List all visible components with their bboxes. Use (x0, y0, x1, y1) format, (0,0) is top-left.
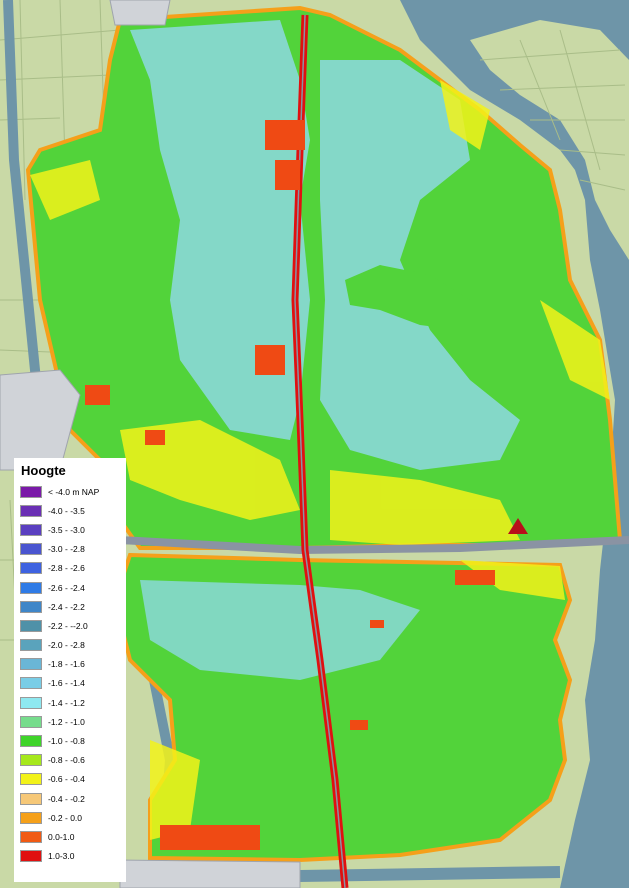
east-island-parcels (479, 29, 626, 191)
legend-item: -0.6 - -0.4 (20, 770, 122, 789)
legend-swatch (20, 562, 42, 575)
legend-item: -1.8 - -1.6 (20, 655, 122, 674)
legend-swatch (20, 504, 42, 517)
legend-swatch (20, 715, 42, 728)
legend-item: -1.2 - -1.0 (20, 712, 122, 731)
legend-list: < -4.0 m NAP -4.0 - -3.5 -3.5 - -3.0 -3.0 -… (20, 482, 122, 866)
legend-item: -4.0 - -3.5 (20, 501, 122, 520)
legend-swatch (20, 581, 42, 594)
legend-label: -1.2 - -1.0 (48, 716, 85, 727)
legend-label: -3.0 - -2.8 (48, 544, 85, 555)
legend-item: -2.8 - -2.6 (20, 559, 122, 578)
road-east-west (119, 536, 629, 555)
legend-swatch (20, 677, 42, 690)
legend-item: -3.5 - -3.0 (20, 520, 122, 539)
legend-label: -3.5 - -3.0 (48, 524, 85, 535)
legend-label: -0.4 - -0.2 (48, 793, 85, 804)
legend-label: -2.8 - -2.6 (48, 563, 85, 574)
legend-item: -1.6 - -1.4 (20, 674, 122, 693)
green-island-east (345, 265, 470, 330)
legend-label: -1.6 - -1.4 (48, 678, 85, 689)
legend-swatch (20, 658, 42, 671)
legend-label: -0.8 - -0.6 (48, 755, 85, 766)
legend: Hoogte < -4.0 m NAP -4.0 - -3.5 -3.5 - -3.… (14, 458, 126, 882)
high-point-marker (508, 518, 528, 534)
legend-item: -1.4 - -1.2 (20, 693, 122, 712)
legend-label: -2.4 - -2.2 (48, 601, 85, 612)
legend-swatch (20, 639, 42, 652)
legend-swatch (20, 543, 42, 556)
high-areas (85, 120, 495, 850)
east-island (470, 20, 629, 260)
legend-label: -2.0 - -2.8 (48, 640, 85, 651)
legend-swatch (20, 485, 42, 498)
legend-item: 1.0-3.0 (20, 847, 122, 866)
legend-label: -1.8 - -1.6 (48, 659, 85, 670)
legend-swatch (20, 850, 42, 863)
legend-swatch (20, 830, 42, 843)
legend-swatch (20, 600, 42, 613)
legend-item: -2.0 - -2.8 (20, 636, 122, 655)
legend-item: -3.0 - -2.8 (20, 540, 122, 559)
legend-item: < -4.0 m NAP (20, 482, 122, 501)
legend-label: -0.6 - -0.4 (48, 774, 85, 785)
legend-item: -2.4 - -2.2 (20, 597, 122, 616)
legend-item: -0.4 - -0.2 (20, 789, 122, 808)
legend-label: < -4.0 m NAP (48, 486, 100, 497)
legend-label: -1.4 - -1.2 (48, 697, 85, 708)
legend-item: -2.6 - -2.4 (20, 578, 122, 597)
legend-swatch (20, 735, 42, 748)
legend-label: -2.2 - --2.0 (48, 620, 88, 631)
legend-label: 1.0-3.0 (48, 851, 75, 862)
legend-item: 0.0-1.0 (20, 827, 122, 846)
legend-swatch (20, 523, 42, 536)
legend-item: -2.2 - --2.0 (20, 616, 122, 635)
legend-swatch (20, 792, 42, 805)
legend-label: -4.0 - -3.5 (48, 505, 85, 516)
legend-swatch (20, 696, 42, 709)
legend-label: -2.6 - -2.4 (48, 582, 85, 593)
legend-swatch (20, 773, 42, 786)
legend-label: -1.0 - -0.8 (48, 736, 85, 747)
legend-label: -0.2 - 0.0 (48, 812, 83, 823)
built-up-areas (0, 0, 301, 888)
legend-swatch (20, 754, 42, 767)
legend-swatch (20, 811, 42, 824)
legend-title: Hoogte (21, 463, 66, 478)
low-area-center (320, 60, 520, 470)
low-area-south (140, 580, 420, 680)
legend-item: -1.0 - -0.8 (20, 731, 122, 750)
legend-swatch (20, 619, 42, 632)
legend-label: 0.0-1.0 (48, 831, 75, 842)
legend-item: -0.8 - -0.6 (20, 751, 122, 770)
legend-item: -0.2 - 0.0 (20, 808, 122, 827)
